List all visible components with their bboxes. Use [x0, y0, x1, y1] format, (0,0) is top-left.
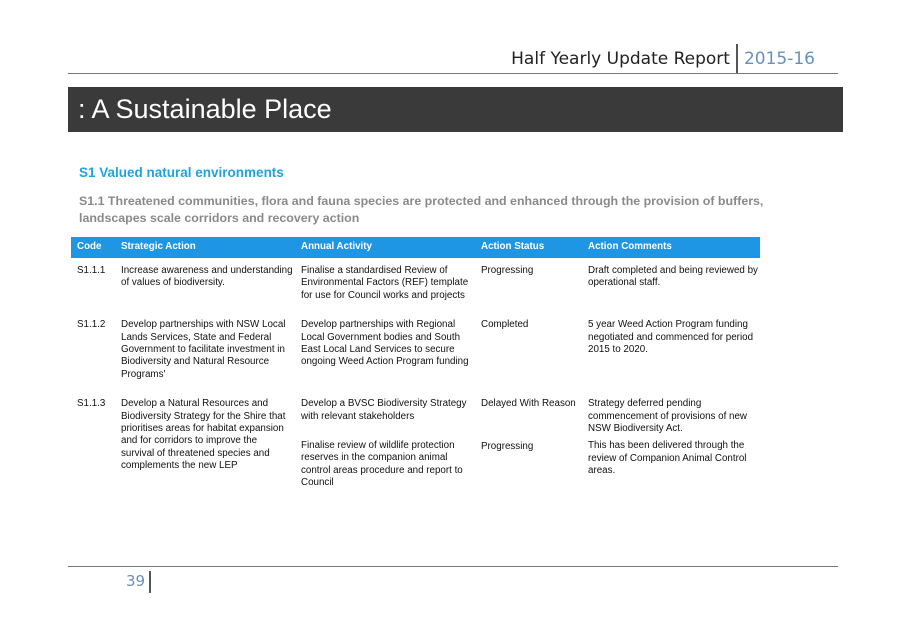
cell-action-comment: 5 year Weed Action Program funding negot…: [588, 319, 754, 356]
cell-annual-activity-group: Develop a BVSC Biodiversity Strategy wit…: [295, 391, 475, 489]
column-header-action-comments: Action Comments: [582, 237, 760, 258]
cell-code: S1.1.1: [77, 265, 106, 276]
header-separator: [735, 44, 738, 74]
cell-annual-activity: Develop partnerships with Regional Local…: [301, 319, 469, 368]
page-number: 39: [126, 572, 146, 590]
cell-action-status-group: Delayed With Reason Progressing: [475, 391, 582, 489]
cell-code: S1.1.2: [77, 319, 106, 331]
cell-annual-activity: Finalise a standardised Review of Enviro…: [301, 265, 469, 301]
footer-divider: [68, 566, 838, 567]
section-heading: S1 Valued natural environments: [79, 165, 284, 180]
activity-text: Develop a BVSC Biodiversity Strategy wit…: [301, 398, 467, 422]
report-year: 2015-16: [743, 49, 815, 69]
table-row: S1.1.1 Increase awareness and understand…: [71, 258, 760, 312]
activity-text: Finalise review of wildlife protection r…: [301, 440, 463, 489]
report-header: Half Yearly Update Report 2015-16: [511, 44, 815, 74]
column-header-annual-activity: Annual Activity: [295, 237, 475, 258]
table-row: S1.1.2 Develop partnerships with NSW Loc…: [71, 312, 760, 391]
cell-strategic-action: Develop a Natural Resources and Biodiver…: [121, 398, 286, 472]
status-text: Delayed With Reason: [481, 398, 576, 410]
cell-action-comment-group: Strategy deferred pending commencement o…: [582, 391, 760, 489]
cell-strategic-action: Develop partnerships with NSW Local Land…: [121, 319, 286, 380]
cell-code: S1.1.3: [77, 398, 106, 410]
cell-action-comment: Draft completed and being reviewed by op…: [588, 265, 758, 289]
comment-text: Strategy deferred pending commencement o…: [588, 398, 747, 435]
footer-separator: [149, 571, 151, 593]
cell-action-status: Progressing: [481, 265, 534, 276]
table-row: S1.1.3 Develop a Natural Resources and B…: [71, 391, 760, 489]
comment-text: This has been delivered through the revi…: [588, 440, 747, 477]
table-header-row: Code Strategic Action Annual Activity Ac…: [71, 237, 760, 258]
cell-action-status: Completed: [481, 319, 529, 331]
column-header-code: Code: [71, 237, 115, 258]
subsection-heading: S1.1 Threatened communities, flora and f…: [79, 194, 764, 225]
header-divider: [68, 73, 838, 74]
action-table: Code Strategic Action Annual Activity Ac…: [71, 237, 760, 490]
section-banner: : A Sustainable Place: [68, 87, 843, 132]
cell-strategic-action: Increase awareness and understanding of …: [121, 265, 293, 289]
column-header-action-status: Action Status: [475, 237, 582, 258]
column-header-strategic-action: Strategic Action: [115, 237, 295, 258]
report-title: Half Yearly Update Report: [511, 49, 730, 69]
status-text: Progressing: [481, 440, 534, 452]
